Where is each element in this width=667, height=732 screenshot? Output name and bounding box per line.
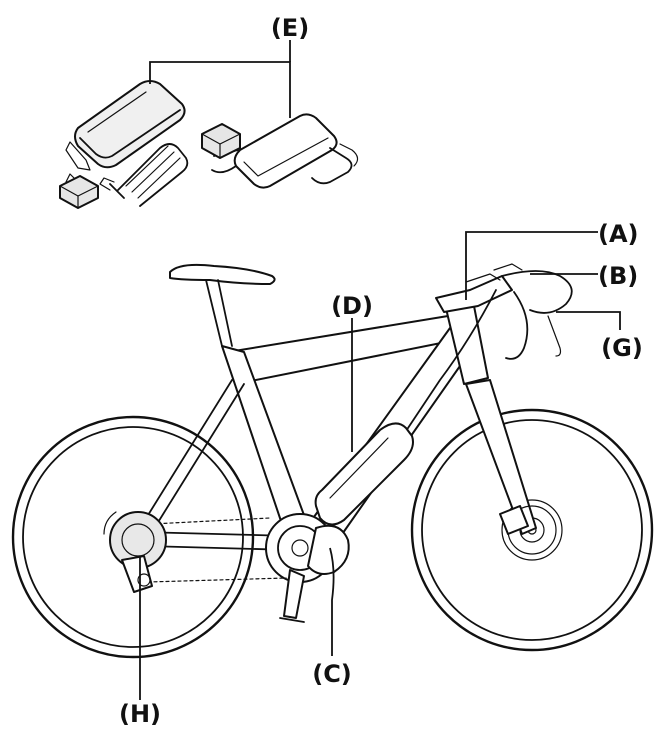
label-g: (G) <box>601 334 643 362</box>
chain-bottom <box>148 578 286 582</box>
label-b: (B) <box>598 262 638 290</box>
label-d: (D) <box>331 292 373 320</box>
rear-derailleur <box>110 512 166 592</box>
charger-set <box>60 40 358 208</box>
label-c: (C) <box>312 660 352 688</box>
charger-case <box>66 81 185 170</box>
leader-g <box>556 312 620 330</box>
adapter-connector <box>202 124 240 158</box>
label-e: (E) <box>271 14 309 42</box>
drive-unit <box>266 514 349 622</box>
label-h: (H) <box>119 700 161 728</box>
label-a: (A) <box>598 220 639 248</box>
charger-plug <box>60 174 98 208</box>
saddle <box>170 265 275 346</box>
battery-pack <box>316 423 413 524</box>
